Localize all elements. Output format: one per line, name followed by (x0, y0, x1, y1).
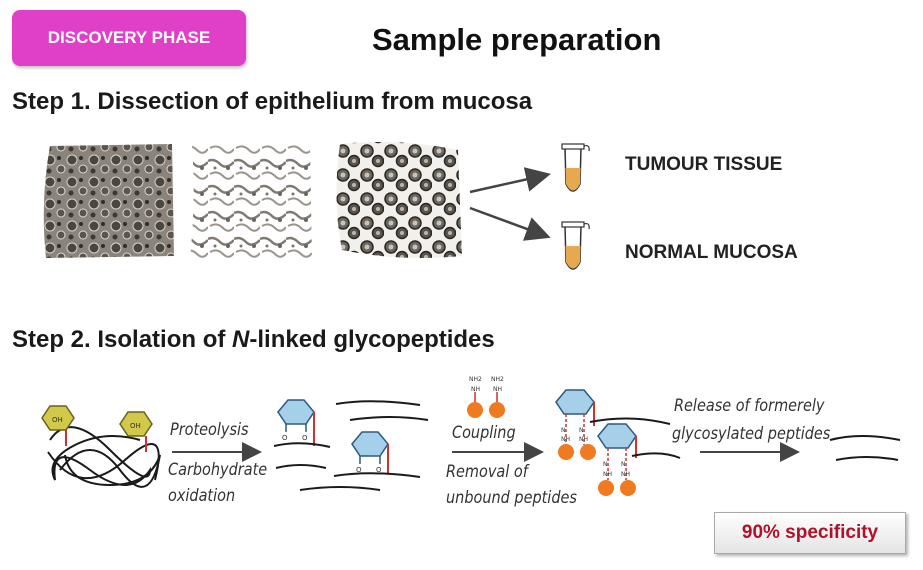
specificity-badge: 90% specificity (714, 512, 906, 554)
n-label: N (621, 461, 626, 468)
coupled-glycopeptides (555, 389, 681, 496)
tumour-tissue-label: TUMOUR TISSUE (625, 154, 783, 175)
tube-tumour-icon (561, 143, 590, 192)
o-label: O (302, 434, 308, 442)
removal-label: Removal of (446, 462, 528, 482)
page-title: Sample preparation (372, 22, 662, 57)
nh-label: NH (579, 436, 588, 443)
step1-title: Step 1. Dissection of epithelium from mu… (12, 88, 533, 115)
o-label: O (282, 434, 288, 442)
normal-mucosa-label: NORMAL MUCOSA (625, 242, 798, 263)
tissue-image-3 (336, 142, 462, 258)
oh-label: OH (130, 422, 141, 430)
n-label: N (603, 461, 608, 468)
unbound-peptides-label: unbound peptides (446, 488, 577, 508)
oxidized-glycopeptides (273, 399, 421, 478)
o-label: O (356, 466, 362, 474)
coupling-label: Coupling (452, 423, 516, 443)
step2-title: Step 2. Isolation of N-linked glycopepti… (12, 326, 495, 354)
carbohydrate-label: Carbohydrate (168, 460, 268, 480)
hydrazide-beads-icon (467, 392, 505, 418)
n-label: N (579, 427, 584, 434)
nh2-label: NH2 (469, 376, 482, 383)
nh2-label: NH2 (491, 376, 504, 383)
nh-label: NH (561, 436, 570, 443)
n-label: N (561, 427, 566, 434)
step2-title-suffix: -linked glycopeptides (249, 326, 495, 353)
nh-label: NH (493, 386, 502, 393)
glycoprotein-tangle (47, 426, 161, 488)
arrow-to-normal (469, 206, 551, 241)
free-peptides (275, 400, 429, 491)
step2-title-italic: N (232, 326, 250, 353)
release-label-line2: glycosylated peptides (672, 424, 831, 444)
discovery-phase-badge: DISCOVERY PHASE (12, 10, 246, 66)
nh-label: NH (603, 471, 612, 478)
release-label-line1: Release of formerely (674, 396, 825, 416)
tissue-image-1 (43, 144, 174, 258)
nh-label: NH (471, 386, 480, 393)
released-peptides (829, 435, 901, 461)
sugar-yellow-icon (41, 405, 153, 452)
oh-label: OH (52, 416, 63, 424)
arrow-to-tumour (469, 167, 551, 194)
o-label: O (376, 466, 382, 474)
proteolysis-label: Proteolysis (170, 420, 249, 440)
nh-label: NH (621, 471, 630, 478)
oxidation-label: oxidation (168, 486, 236, 506)
tube-normal-icon (561, 221, 590, 270)
step2-title-prefix: Step 2. Isolation of (12, 326, 233, 353)
tissue-image-2 (190, 144, 312, 260)
